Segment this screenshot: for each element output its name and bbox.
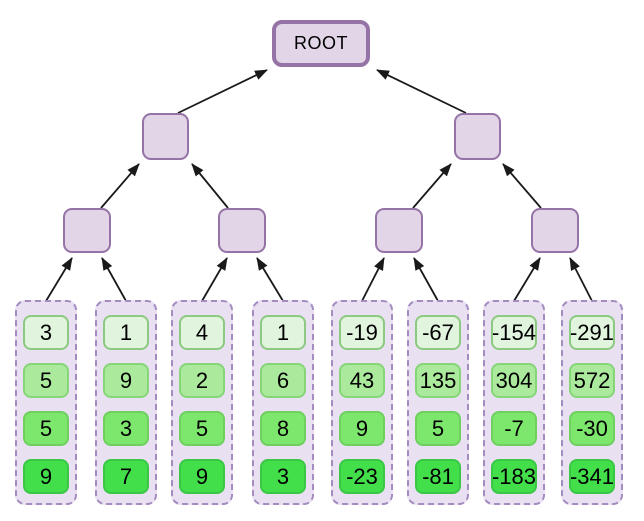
value-cell: -67 (415, 315, 461, 350)
subtree-node-3 (375, 208, 423, 253)
edge-arrow (177, 69, 268, 114)
value-cell: -81 (415, 459, 461, 494)
edge-arrow (101, 257, 127, 302)
edge-arrow (502, 163, 542, 209)
edge-arrow (413, 257, 439, 302)
edge-arrow (191, 163, 229, 209)
value-cell: 3 (103, 411, 149, 446)
value-cell: -341 (569, 459, 615, 494)
value-cell: -183 (491, 459, 537, 494)
value-cell: 9 (23, 459, 69, 494)
value-cell: 2 (179, 363, 225, 398)
subtree-node-1 (63, 208, 111, 253)
value-cell: 8 (260, 411, 306, 446)
edge-arrow (100, 163, 140, 209)
leaf-array-7: -154 304 -7 -183 (483, 300, 545, 505)
value-cell: -23 (339, 459, 385, 494)
subtree-node-4 (531, 208, 579, 253)
edge-arrow (256, 257, 284, 302)
value-cell: 5 (179, 411, 225, 446)
value-cell: 9 (339, 411, 385, 446)
edge-arrow (569, 257, 593, 302)
edge-arrow (201, 257, 228, 302)
value-cell: -154 (491, 315, 537, 350)
value-cell: 3 (23, 315, 69, 350)
value-cell: 304 (491, 363, 537, 398)
value-cell: -30 (569, 411, 615, 446)
edge-arrow (412, 163, 452, 209)
value-cell: -19 (339, 315, 385, 350)
leaf-array-5: -19 43 9 -23 (331, 300, 393, 505)
value-cell: 5 (23, 411, 69, 446)
value-cell: 135 (415, 363, 461, 398)
edge-arrow (361, 257, 385, 302)
value-cell: 1 (260, 315, 306, 350)
root-node: ROOT (272, 20, 370, 67)
internal-node-left (142, 113, 189, 160)
leaf-array-3: 4 2 5 9 (171, 300, 233, 505)
root-label: ROOT (294, 33, 348, 53)
value-cell: -7 (491, 411, 537, 446)
value-cell: 9 (179, 459, 225, 494)
leaf-array-1: 3 5 5 9 (15, 300, 77, 505)
value-cell: 3 (260, 459, 306, 494)
internal-node-right (454, 113, 501, 160)
leaf-array-2: 1 9 3 7 (95, 300, 157, 505)
value-cell: 9 (103, 363, 149, 398)
leaf-array-8: -291 572 -30 -341 (561, 300, 623, 505)
edge-arrow (45, 257, 73, 302)
value-cell: -291 (569, 315, 615, 350)
edge-arrow (376, 69, 467, 114)
value-cell: 7 (103, 459, 149, 494)
value-cell: 572 (569, 363, 615, 398)
value-cell: 43 (339, 363, 385, 398)
value-cell: 6 (260, 363, 306, 398)
edge-arrow (513, 257, 541, 302)
value-cell: 1 (103, 315, 149, 350)
subtree-node-2 (218, 208, 266, 253)
value-cell: 4 (179, 315, 225, 350)
leaf-array-4: 1 6 8 3 (252, 300, 314, 505)
value-cell: 5 (415, 411, 461, 446)
leaf-array-6: -67 135 5 -81 (407, 300, 469, 505)
value-cell: 5 (23, 363, 69, 398)
